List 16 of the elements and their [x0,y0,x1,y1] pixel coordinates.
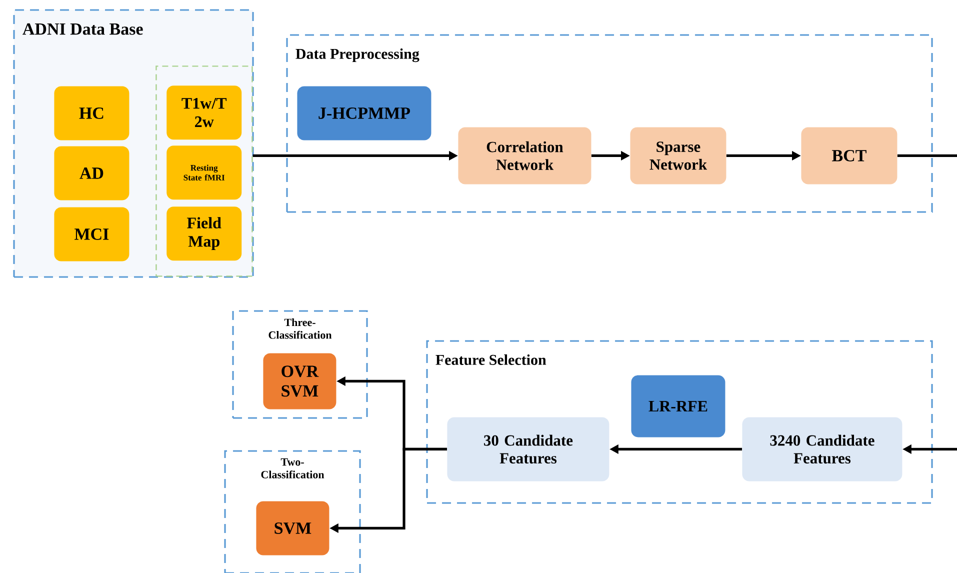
category-box: HC [54,86,130,140]
process-box: BCT [801,127,898,184]
category-box: MCI [54,207,130,262]
feature-box: 3240 Candidate Features [742,417,902,482]
process-box: Correlation Network [458,127,592,184]
method-box: J-HCPMMP [297,86,432,140]
classifier-box: SVM [256,501,330,556]
category-box: Field Map [166,206,242,261]
method-box: LR-RFE [631,375,726,438]
category-box: AD [54,146,130,200]
group-box [156,66,253,277]
feature-box: 30 Candidate Features [447,417,610,482]
classifier-box: OVR SVM [263,353,336,410]
category-box: T1w/T 2w [166,86,242,140]
category-box: Resting State fMRI [166,146,242,200]
process-box: Sparse Network [630,127,726,184]
